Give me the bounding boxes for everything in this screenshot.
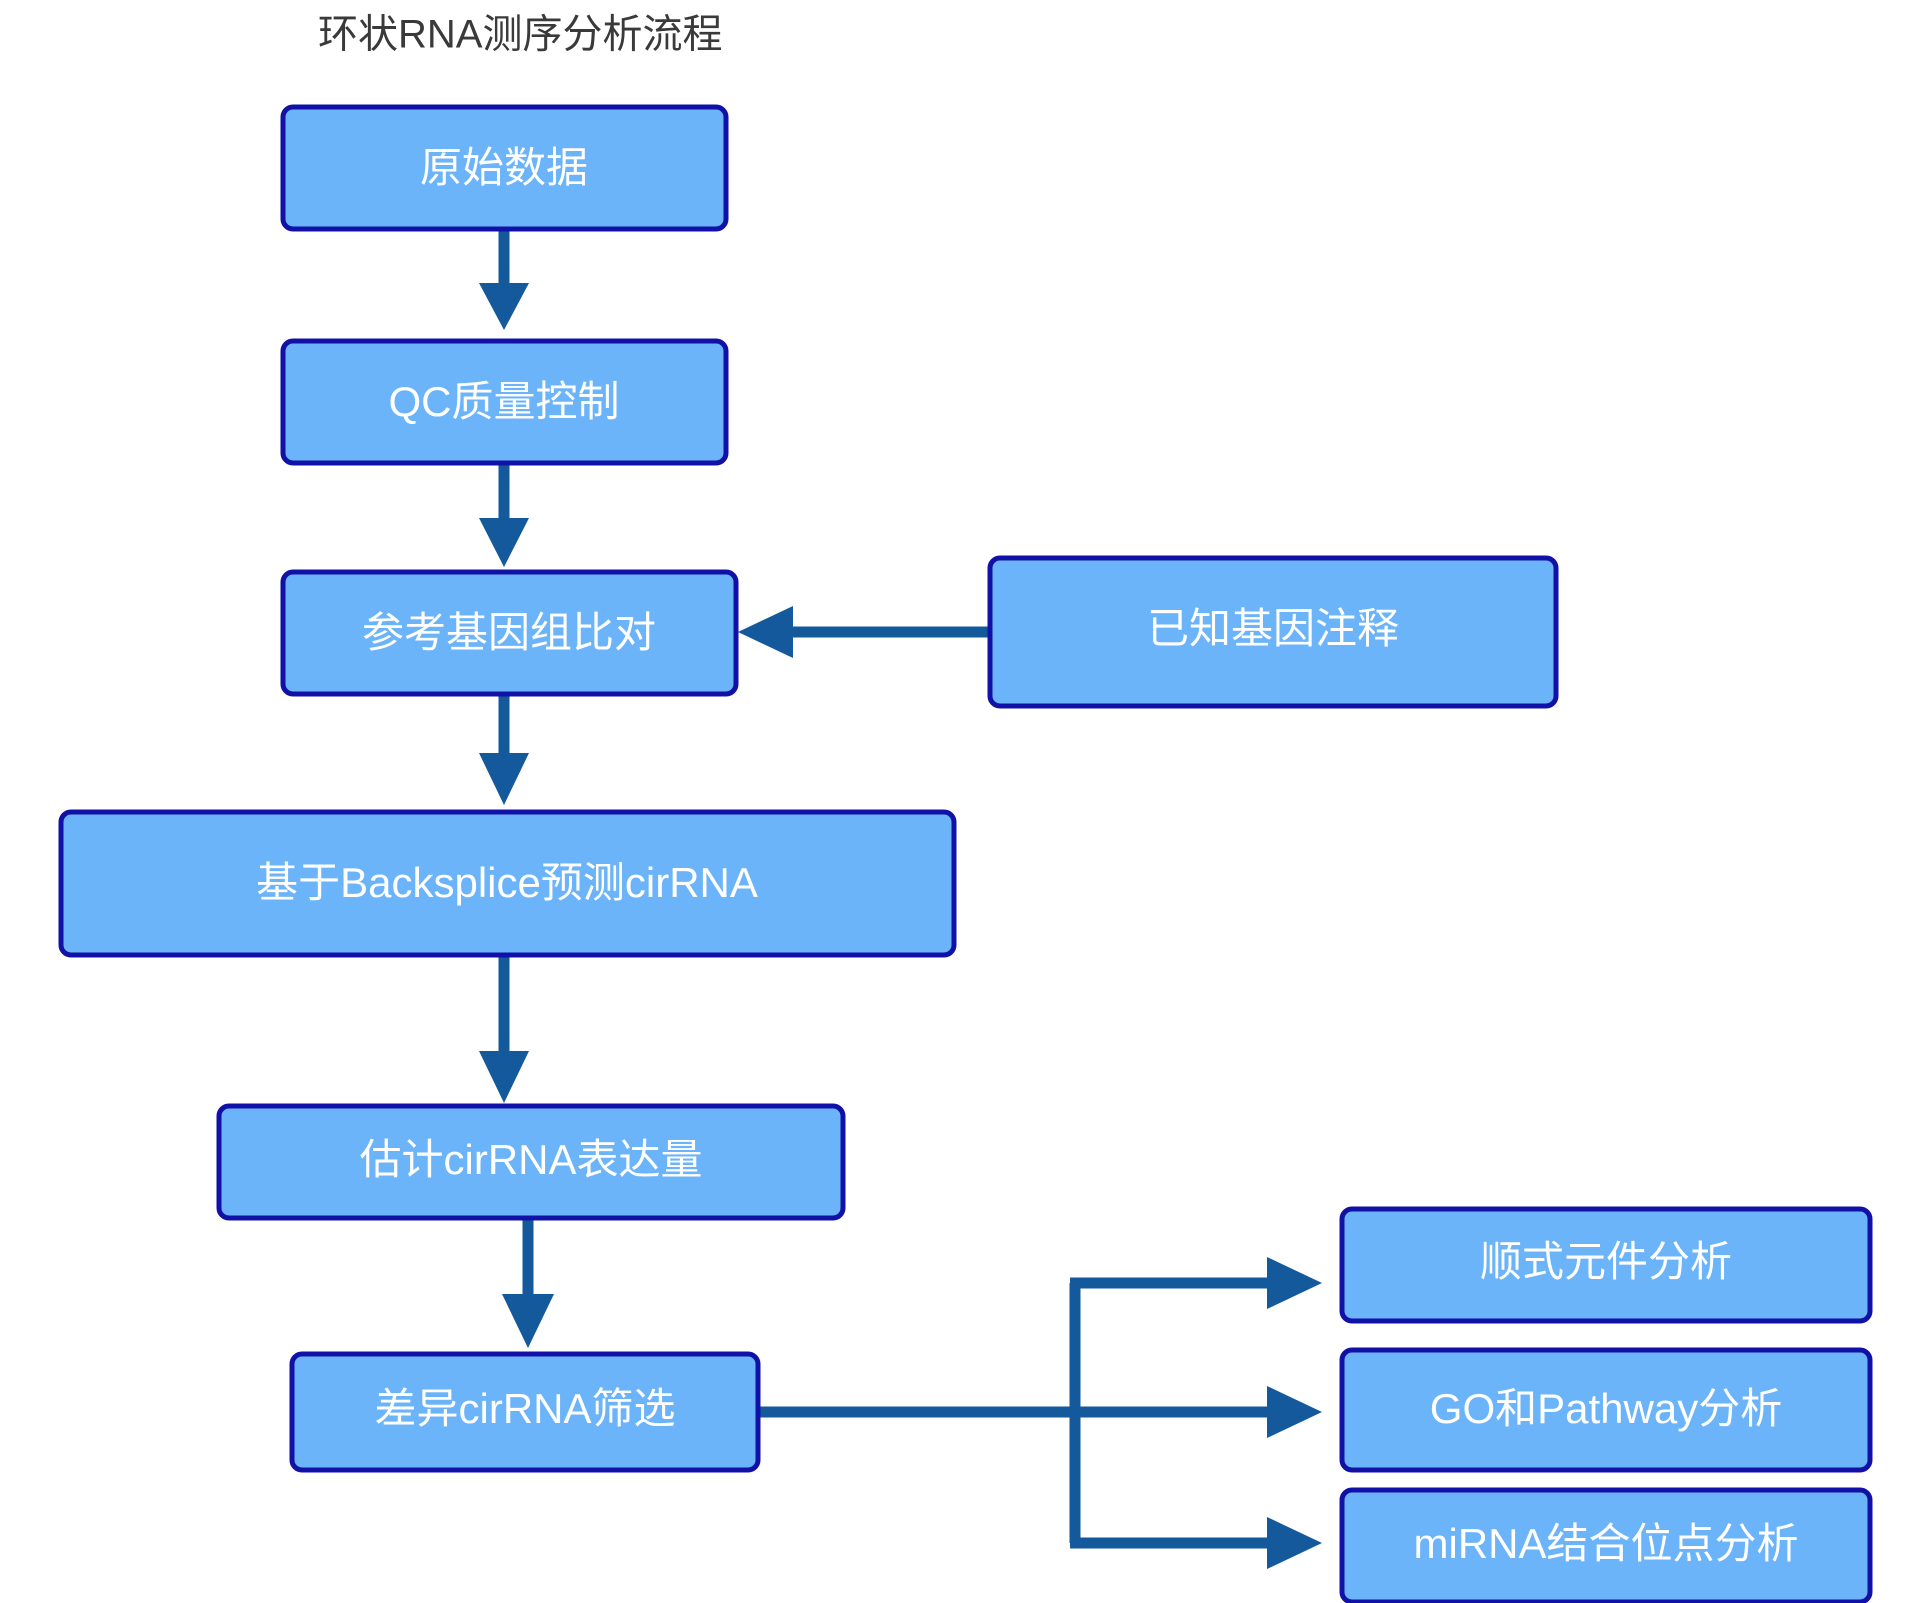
edge-expression-to-differential xyxy=(502,1218,554,1348)
node-qc[interactable]: QC质量控制 xyxy=(280,338,729,466)
node-mirna-site-shape[interactable] xyxy=(1339,1487,1873,1603)
edge-layer xyxy=(479,228,1322,1569)
edge-known-annotation-to-genome-align xyxy=(738,606,990,658)
node-backsplice[interactable]: 基于Backsplice预测cirRNA xyxy=(58,809,957,958)
node-expression[interactable]: 估计cirRNA表达量 xyxy=(216,1103,846,1221)
node-cis-element-shape[interactable] xyxy=(1339,1206,1873,1324)
node-raw-data[interactable]: 原始数据 xyxy=(280,104,729,232)
node-differential[interactable]: 差异cirRNA筛选 xyxy=(289,1351,761,1473)
node-known-annotation[interactable]: 已知基因注释 xyxy=(987,555,1559,709)
edge-differential-to-mirna-site xyxy=(1070,1517,1322,1569)
node-go-pathway[interactable]: GO和Pathway分析 xyxy=(1339,1347,1873,1473)
page-title: 环状RNA测序分析流程 xyxy=(318,13,722,57)
edge-raw-data-to-qc xyxy=(479,228,529,330)
node-mirna-site[interactable]: miRNA结合位点分析 xyxy=(1339,1487,1873,1603)
edge-qc-to-genome-align xyxy=(479,462,529,567)
node-cis-element[interactable]: 顺式元件分析 xyxy=(1339,1206,1873,1324)
node-known-annotation-shape[interactable] xyxy=(987,555,1559,709)
node-genome-align-shape[interactable] xyxy=(280,569,739,697)
edge-backsplice-to-expression xyxy=(479,955,529,1103)
node-differential-shape[interactable] xyxy=(289,1351,761,1473)
node-genome-align[interactable]: 参考基因组比对 xyxy=(280,569,739,697)
node-qc-shape[interactable] xyxy=(280,338,729,466)
node-raw-data-shape[interactable] xyxy=(280,104,729,232)
edge-differential-to-go-pathway xyxy=(1075,1386,1322,1438)
node-expression-shape[interactable] xyxy=(216,1103,846,1221)
edge-genome-align-to-backsplice xyxy=(479,694,529,805)
edge-differential-to-cis-element xyxy=(1070,1257,1322,1309)
node-go-pathway-shape[interactable] xyxy=(1339,1347,1873,1473)
edge-differential-trunk xyxy=(758,1283,1081,1543)
node-backsplice-shape[interactable] xyxy=(58,809,957,958)
